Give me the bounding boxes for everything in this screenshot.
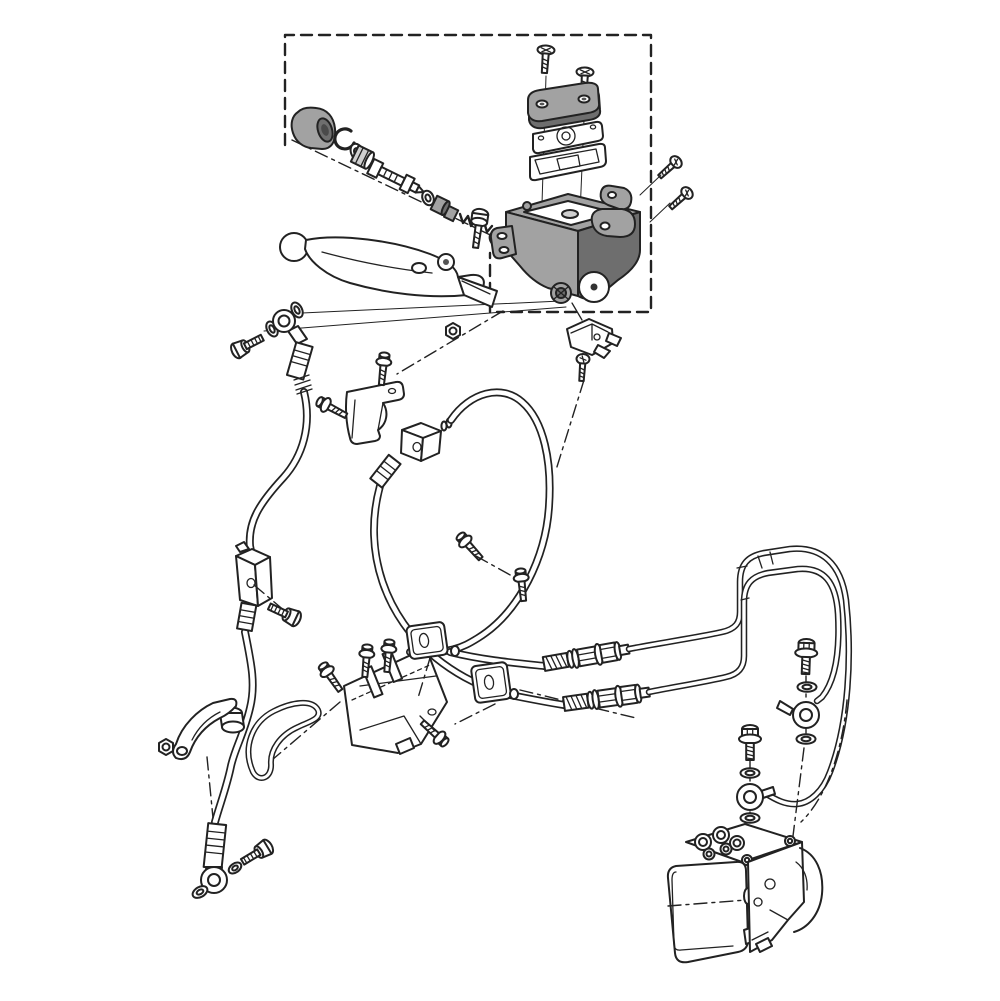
hose-eye-neck [287, 325, 308, 345]
hose-joint-block [235, 541, 273, 607]
lever-pivot-nut [445, 322, 461, 340]
joint-hose-sleeve [369, 453, 402, 489]
lower-hose-sleeve [202, 822, 228, 870]
banjo-bolt [793, 637, 819, 676]
sealing-washer [739, 812, 761, 824]
abs-right-block [747, 841, 824, 953]
pipe-end-banjo [776, 700, 820, 729]
piston [366, 157, 425, 195]
joint-bolt [264, 598, 305, 629]
reservoir-cap-stack [527, 43, 607, 182]
hose-clip [245, 700, 322, 781]
upper-brake-hose [245, 388, 311, 560]
center-bracket-group [314, 621, 519, 755]
piston-bushing [349, 144, 375, 170]
reservoir-cap [527, 81, 602, 130]
sealing-washer [795, 733, 817, 745]
sealing-washer [191, 885, 209, 899]
sealing-washer [796, 681, 818, 693]
hose-clamp-bracket [345, 380, 405, 445]
pipe-union [541, 637, 632, 676]
outlet-port [550, 282, 572, 304]
banjo-bolt [738, 724, 762, 761]
joint-sleeve [236, 601, 258, 633]
hose-joint-block-group [211, 541, 305, 826]
clamp-screw [665, 183, 697, 214]
flange-nut [158, 738, 174, 756]
abs-front-face [666, 860, 759, 964]
rubber-damper [405, 621, 449, 660]
flange-screw [314, 658, 348, 696]
sealing-washer [739, 767, 761, 779]
sealing-washer [290, 301, 304, 319]
brake-pipe-union-group [452, 528, 652, 716]
center-pipe-loops [406, 388, 637, 719]
pipe-joint-block [400, 417, 453, 462]
pipe-bracket-plate [343, 647, 448, 755]
abs-connection-group [736, 637, 848, 859]
lever-pivot-bolt [470, 207, 490, 250]
switch-screw [573, 352, 591, 383]
brake-lever-group [279, 207, 498, 340]
banjo-bolt [237, 836, 277, 870]
bracket-screw [372, 350, 394, 387]
secondary-cup [442, 204, 460, 223]
clamp-lug [489, 225, 517, 260]
pipe-end-banjo [736, 783, 776, 811]
lower-hose-end-group [158, 697, 322, 899]
diaphragm [529, 142, 607, 182]
handlebar-clamp-group [590, 152, 697, 238]
rubber-damper [470, 661, 512, 704]
brake-lever [304, 236, 498, 308]
piston-washer-2 [421, 189, 435, 207]
clamp-screw [654, 152, 686, 183]
diaphragm-plate [532, 120, 604, 155]
brake-light-switch [566, 318, 622, 359]
banjo-bolt [227, 329, 267, 361]
reservoir-cap-screw [534, 43, 556, 75]
brake-pipes [625, 545, 853, 808]
upper-brake-hose-group [227, 301, 314, 560]
sealing-washer [227, 861, 243, 875]
piston-dust-boot [290, 106, 337, 150]
hose-crimp-sleeve [285, 341, 314, 381]
bracket-screw [312, 392, 351, 424]
circlip [333, 127, 356, 151]
hose-guide-bracket [172, 697, 238, 761]
abs-hydraulic-unit [666, 823, 824, 964]
abs-valve-domes [694, 826, 796, 866]
brake-light-switch-group [566, 302, 622, 383]
piston-repair-kit [290, 106, 502, 247]
pipe-union [561, 680, 652, 716]
lever-ball-end [279, 232, 309, 262]
handlebar-clamp [590, 184, 636, 238]
